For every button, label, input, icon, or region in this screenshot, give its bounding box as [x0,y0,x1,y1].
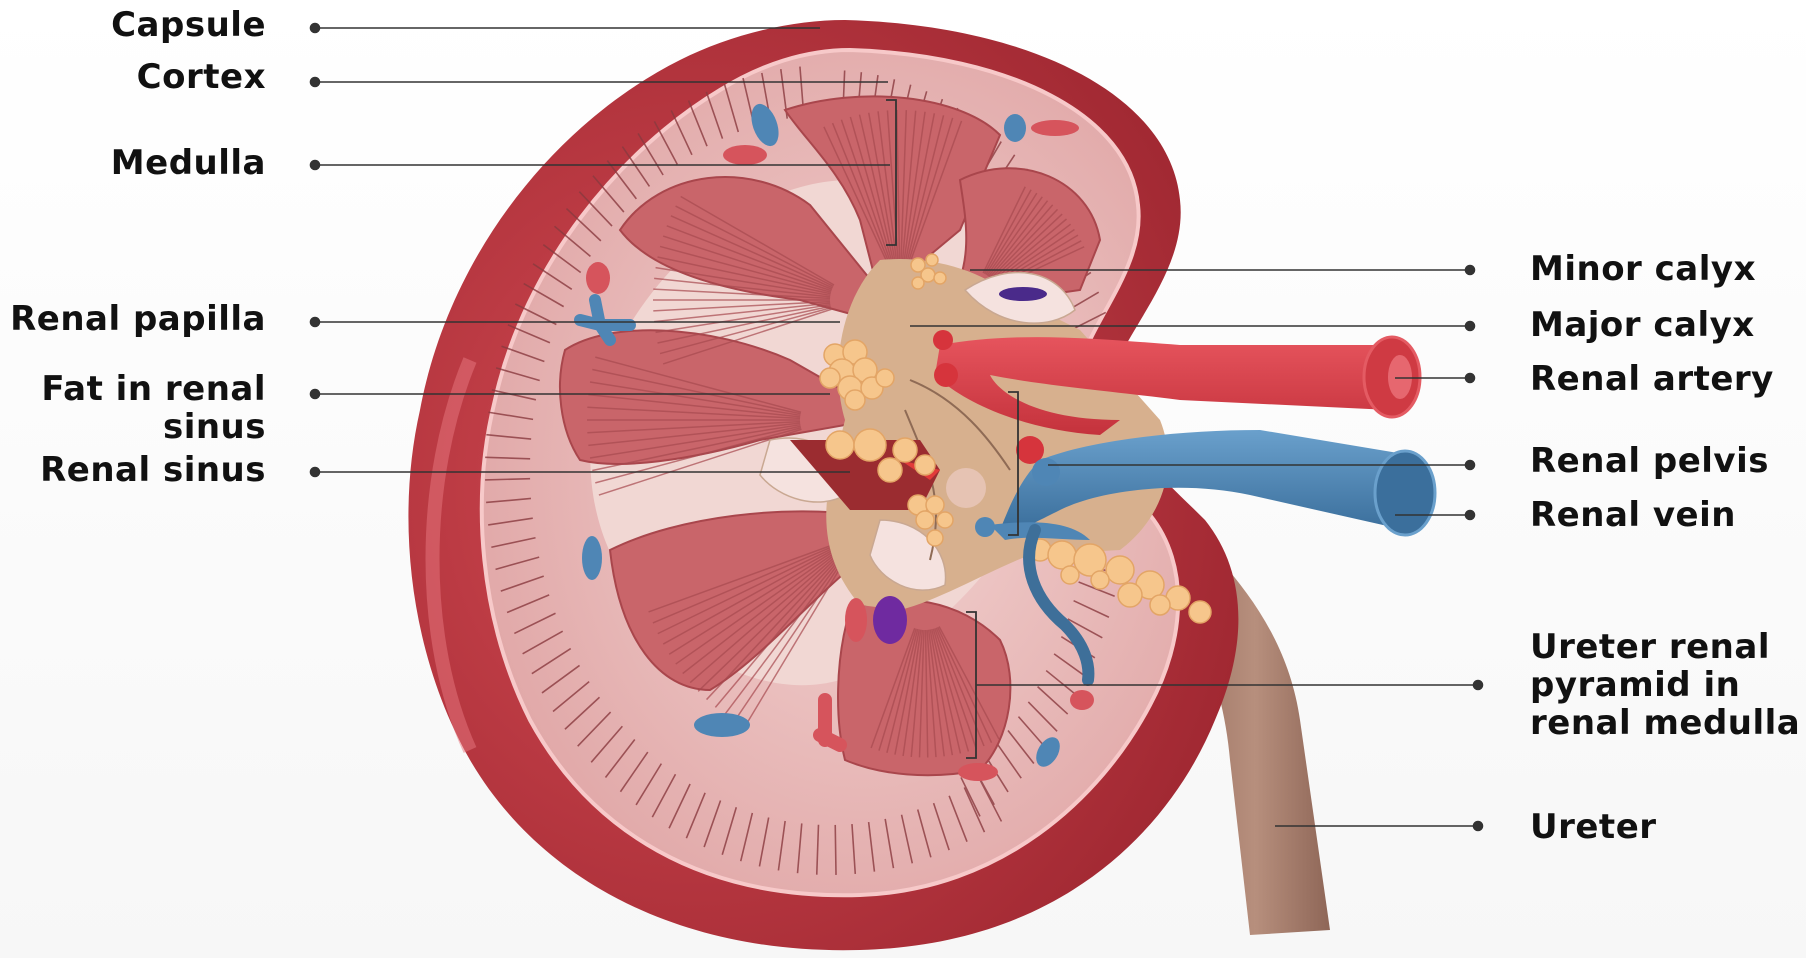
label-cortex: Cortex [137,58,266,96]
label-pyramid-line2: pyramid in [1530,666,1800,704]
label-renal-artery: Renal artery [1530,360,1774,398]
label-ureter: Ureter [1530,808,1657,846]
label-minor-calyx: Minor calyx [1530,250,1756,288]
label-ureter-renal-pyramid: Ureter renal pyramid in renal medulla [1530,628,1800,742]
label-pyramid-line3: renal medulla [1530,704,1800,742]
label-medulla: Medulla [111,144,266,182]
label-renal-vein: Renal vein [1530,496,1736,534]
label-renal-sinus: Renal sinus [40,451,266,489]
label-major-calyx: Major calyx [1530,306,1755,344]
label-pyramid-line1: Ureter renal [1530,628,1800,666]
label-fat-line2: sinus [41,408,266,446]
label-capsule: Capsule [111,6,266,44]
label-renal-pelvis: Renal pelvis [1530,442,1769,480]
label-renal-papilla: Renal papilla [10,300,266,338]
label-fat-line1: Fat in renal [41,370,266,408]
label-fat-in-renal-sinus: Fat in renal sinus [41,370,266,446]
